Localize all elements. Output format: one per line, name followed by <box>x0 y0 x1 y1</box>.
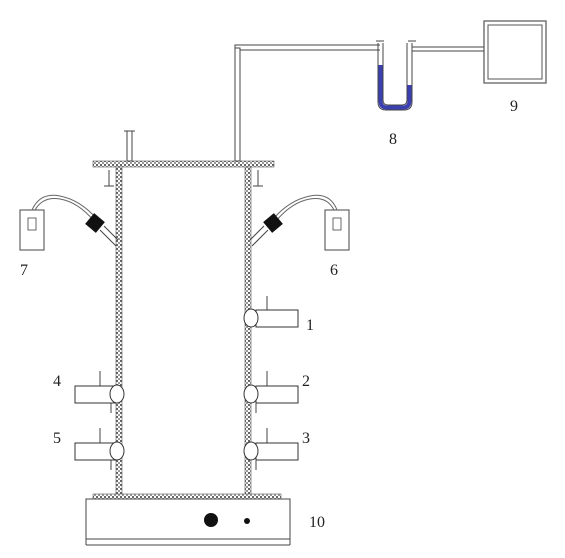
manometer-liquid <box>378 65 412 110</box>
label-sensor-6: 6 <box>330 262 338 279</box>
label-port-4: 4 <box>53 373 61 390</box>
port-3 <box>243 428 299 470</box>
probe-7-head <box>85 213 105 233</box>
top-plate <box>92 47 275 168</box>
manometer <box>376 40 484 111</box>
port-5 <box>74 428 125 470</box>
gas-line <box>234 44 380 51</box>
sensor-7 <box>19 194 119 251</box>
base-knob-large <box>204 513 218 527</box>
port-1 <box>243 296 299 328</box>
label-port-5: 5 <box>53 430 61 447</box>
label-base-10: 10 <box>309 514 325 531</box>
base-unit <box>85 493 291 546</box>
box-9 <box>483 20 547 84</box>
label-port-2: 2 <box>302 373 310 390</box>
port-4 <box>74 371 125 413</box>
sensor-6 <box>249 194 350 251</box>
base-knob-small <box>244 518 250 524</box>
label-sensor-7: 7 <box>20 262 28 279</box>
probe-6-head <box>263 213 283 233</box>
label-manometer-8: 8 <box>389 131 397 148</box>
label-port-1: 1 <box>306 317 314 334</box>
label-port-3: 3 <box>302 430 310 447</box>
port-2 <box>243 371 299 413</box>
label-box-9: 9 <box>510 98 518 115</box>
